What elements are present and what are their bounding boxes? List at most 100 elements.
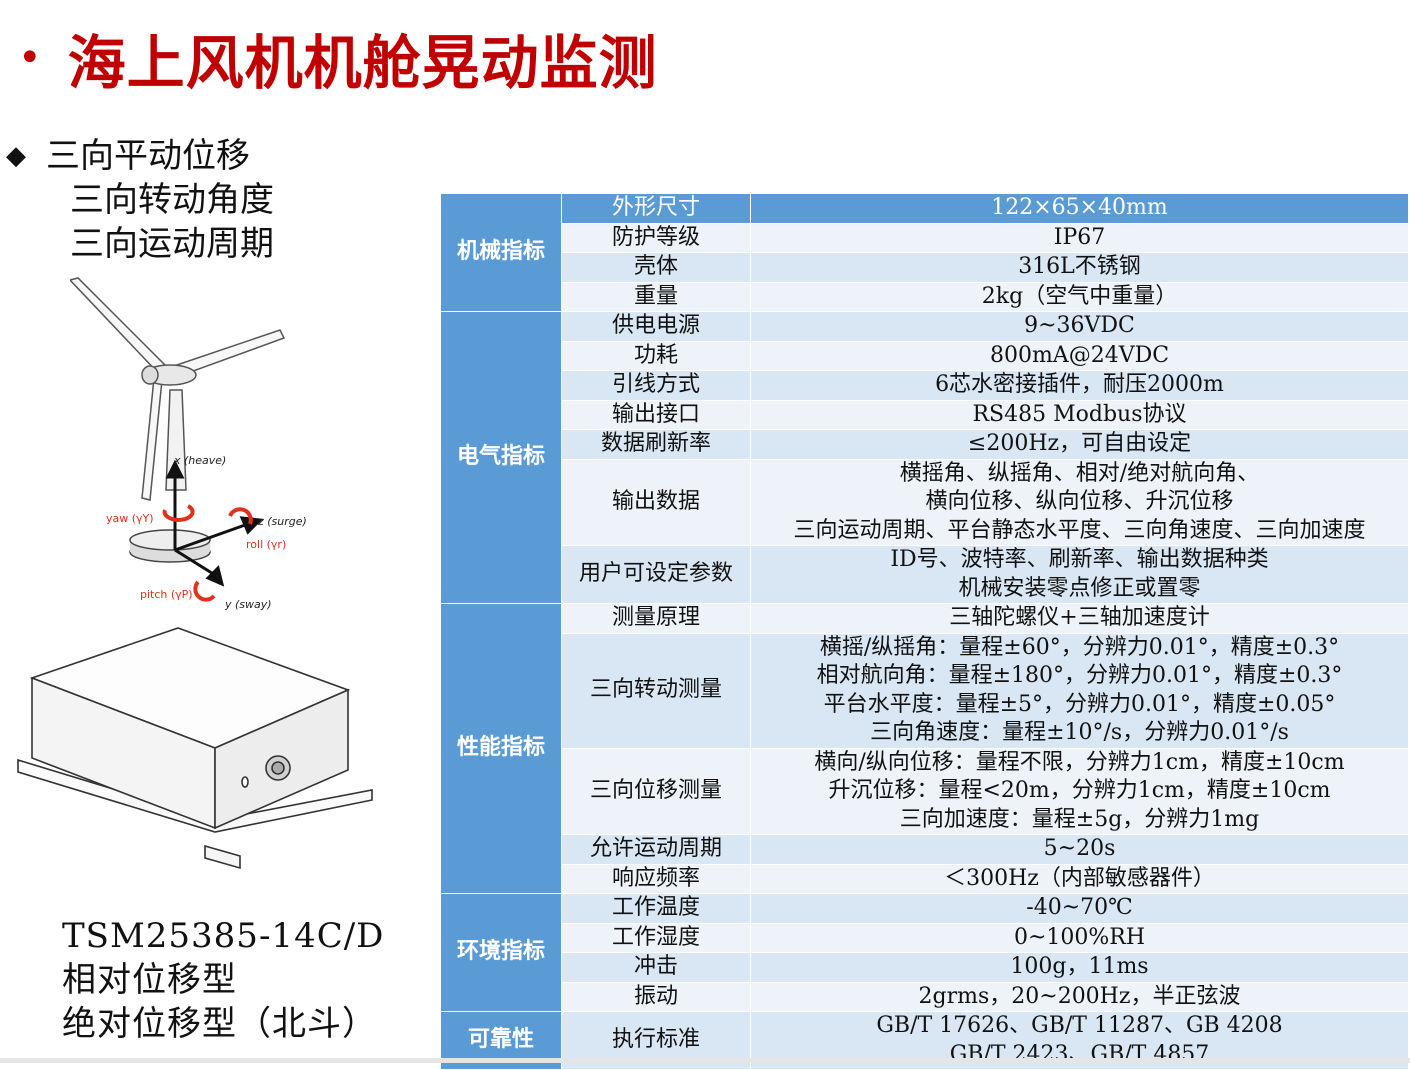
spec-value: 横摇角、纵摇角、相对/绝对航向角、 横向位移、纵向位移、升沉位移 三向运动周期、… [750,458,1409,546]
spec-value: 三轴陀螺仪+三轴加速度计 [750,603,1409,634]
feature-item: 三向运动周期 [6,222,274,266]
spec-label: 冲击 [561,952,751,983]
category-cell: 机械指标 [440,193,562,312]
table-row: 输出接口 RS485 Modbus协议 [441,399,1409,430]
roll-label: roll (γr) [246,538,286,551]
spec-label: 测量原理 [561,603,751,634]
spec-value-line: 横向位移、纵向位移、升沉位移 [925,489,1234,514]
table-row: 防护等级 IP67 [441,222,1409,253]
sensor-puck [129,529,211,563]
model-variant: 绝对位移型（北斗） [62,1004,377,1044]
spec-value: 横向/纵向位移：量程不限，分辨力1cm，精度±10cm 升沉位移：量程<20m，… [750,747,1409,835]
axis-label-y: y (sway) [224,598,272,611]
slide-title-row: • 海上风机机舱晃动监测 [18,18,658,98]
pitch-label: pitch (γP) [140,588,193,601]
table-row: 输出数据 横摇角、纵摇角、相对/绝对航向角、 横向位移、纵向位移、升沉位移 三向… [441,458,1409,546]
spec-label: 允许运动周期 [561,834,751,865]
spec-value-line: 升沉位移：量程<20m，分辨力1cm，精度±10cm [828,778,1331,803]
spec-label: 工作湿度 [561,922,751,953]
spec-label: 引线方式 [561,370,751,401]
table-row: 冲击 100g，11ms [441,952,1409,983]
category-cell: 性能指标 [440,603,562,894]
spec-label: 数据刷新率 [561,429,751,460]
table-row: 重量 2kg（空气中重量） [441,281,1409,312]
spec-label: 用户可设定参数 [561,545,751,604]
spec-value-line: 横摇/纵摇角：量程±60°，分辨力0.01°，精度±0.3° [819,634,1340,660]
spec-value-line: GB/T 17626、GB/T 11287、GB 4208 [876,1013,1283,1038]
spec-value: IP67 [750,222,1409,253]
axis-label-x: x (heave) [173,454,226,467]
spec-value-line: 三向角速度：量程±10°/s，分辨力0.01°/s [870,720,1289,745]
roll-arrow-icon [228,507,253,525]
diamond-bullet-icon: ◆ [6,141,26,171]
spec-label: 工作温度 [561,893,751,924]
spec-label: 三向位移测量 [561,747,751,835]
bottom-divider [0,1058,1410,1063]
table-row: 功耗 800mA@24VDC [441,340,1409,371]
table-row: 三向位移测量 横向/纵向位移：量程不限，分辨力1cm，精度±10cm 升沉位移：… [441,747,1409,835]
feature-text: 三向平动位移 [46,136,250,176]
table-row: 用户可设定参数 ID号、波特率、刷新率、输出数据种类 机械安装零点修正或置零 [441,545,1409,604]
spec-label: 振动 [561,981,751,1012]
table-row: 电气指标 供电电源 9~36VDC [440,311,1409,604]
spec-label: 响应频率 [561,863,751,894]
feature-item: ◆ 三向平动位移 [6,134,274,178]
spec-label: 壳体 [561,252,751,283]
spec-label: 供电电源 [561,311,751,342]
table-row: 工作湿度 0~100%RH [441,922,1409,953]
table-row: 机械指标 外形尺寸 122×65×40mm [440,193,1409,312]
spec-value-line: ID号、波特率、刷新率、输出数据种类 [890,547,1269,572]
table-row: 环境指标 工作温度 -40~70℃ [440,893,1409,1012]
spec-value: 2grms，20~200Hz，半正弦波 [750,981,1409,1012]
spec-label: 输出接口 [561,399,751,430]
slide-title: 海上风机机舱晃动监测 [67,29,658,97]
spec-value: 100g，11ms [750,952,1409,983]
spec-label: 防护等级 [561,222,751,253]
table-row: 数据刷新率 ≤200Hz，可自由设定 [441,429,1409,460]
spec-label: 重量 [561,281,751,312]
spec-value-line: 横摇角、纵摇角、相对/绝对航向角、 [899,460,1260,486]
table-row: 引线方式 6芯水密接插件，耐压2000m [441,370,1409,401]
feature-item: 三向转动角度 [6,178,274,222]
spec-value: 横摇/纵摇角：量程±60°，分辨力0.01°，精度±0.3° 相对航向角：量程±… [750,632,1409,749]
pitch-arrow-icon [193,580,216,602]
spec-value: 800mA@24VDC [750,340,1409,371]
feature-text: 三向运动周期 [70,224,274,264]
table-row: 性能指标 测量原理 三轴陀螺仪+三轴加速度计 [440,603,1409,894]
spec-value-line: 平台水平度：量程±5°，分辨力0.01°，精度±0.05° [823,691,1336,717]
spec-value-line: 横向/纵向位移：量程不限，分辨力1cm，精度±10cm [814,749,1345,775]
turbine-motion-diagram: x (heave) z (surge) y (sway) yaw (γY) ro… [70,277,307,611]
yaw-label: yaw (γY) [106,512,154,525]
spec-value-line: 三向运动周期、平台静态水平度、三向角速度、三向加速度 [793,517,1366,543]
table-row: 振动 2grms，20~200Hz，半正弦波 [441,981,1409,1012]
spec-value: 122×65×40mm [750,193,1409,224]
spec-value: 6芯水密接插件，耐压2000m [750,370,1409,401]
spec-value-line: GB/T 2423、GB/T 4857 [949,1041,1210,1067]
model-info: TSM25385-14C/D 相对位移型 绝对位移型（北斗） [62,914,384,1046]
axis-label-z: z (surge) [257,515,307,528]
feature-text: 三向转动角度 [70,180,274,220]
spec-value-line: 三向加速度：量程±5g，分辨力1mg [899,806,1260,832]
spec-value: ＜300Hz（内部敏感器件） [750,863,1409,894]
spec-value: ≤200Hz，可自由设定 [750,429,1409,460]
spec-value: 316L不锈钢 [750,252,1409,283]
axis-arrows [165,459,264,587]
spec-label: 功耗 [561,340,751,371]
table-row: 允许运动周期 5~20s [441,834,1409,865]
bullet-dot-icon: • [18,35,42,81]
wind-turbine-icon [70,277,286,501]
table-row: 响应频率 ＜300Hz（内部敏感器件） [441,863,1409,894]
device-drawing [17,627,373,870]
spec-value-line: 相对航向角：量程±180°，分辨力0.01°，精度±0.3° [816,663,1343,688]
feature-list: ◆ 三向平动位移 三向转动角度 三向运动周期 [6,134,274,266]
yaw-arrow-icon [162,504,195,522]
category-cell: 电气指标 [440,311,562,604]
spec-value: 0~100%RH [750,922,1409,953]
spec-label: 输出数据 [561,458,751,546]
spec-value-line: 机械安装零点修正或置零 [958,575,1201,601]
spec-value: -40~70℃ [750,893,1409,924]
spec-table: 机械指标 外形尺寸 122×65×40mm 防护等级 IP67 壳体 316L不… [440,193,1409,1070]
spec-value: 5~20s [750,834,1409,865]
model-number: TSM25385-14C/D [62,916,385,956]
spec-value: RS485 Modbus协议 [750,399,1409,430]
